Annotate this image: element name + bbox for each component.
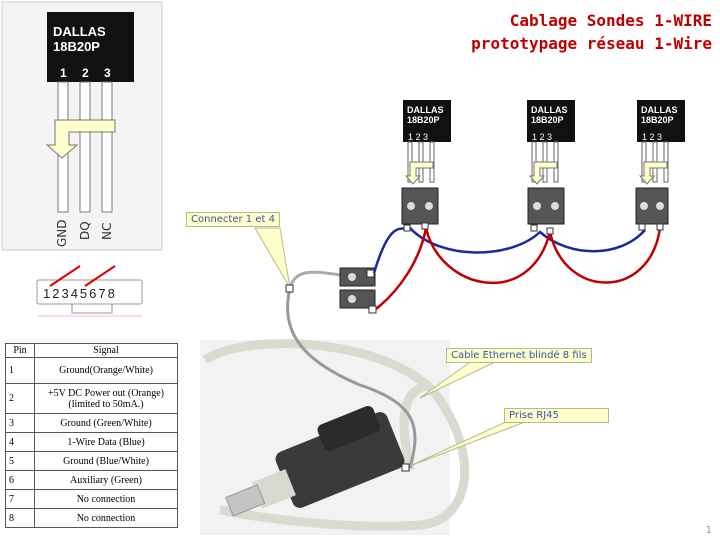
probe-1-brand: DALLAS	[407, 105, 444, 115]
data-wire-blue	[372, 226, 646, 274]
connector-arrow-pin-4	[84, 265, 116, 287]
pin-signal: +5V DC Power out (Orange) (limited to 50…	[34, 383, 178, 414]
pin-signal: Ground (Blue/White)	[34, 451, 178, 471]
big-chip-pin-2: 2	[82, 66, 89, 80]
pin-signal: No connection	[34, 489, 178, 509]
center-terminal-block	[339, 267, 376, 309]
pin-signal: Ground (Green/White)	[34, 413, 178, 433]
probe-1-node-a	[403, 224, 411, 232]
pin-number: 4	[5, 432, 35, 452]
usb-adapter	[225, 405, 405, 517]
big-chip-label-gnd: GND	[55, 219, 69, 247]
pin-number: 7	[5, 489, 35, 509]
big-chip-label-nc: NC	[100, 223, 114, 240]
big-chip-body	[47, 12, 134, 82]
probe-1	[401, 100, 451, 225]
callout-connect: Connecter 1 et 4	[186, 212, 280, 227]
ethernet-cable-loop	[202, 339, 470, 531]
big-chip-brand: DALLAS	[53, 24, 106, 39]
pin-signal: Ground(Orange/White)	[34, 357, 178, 384]
page-number: 1	[705, 525, 712, 536]
probe-2-node-a	[530, 224, 538, 232]
pin-signal: No connection	[34, 508, 178, 528]
big-chip-pin-1: 1	[60, 66, 67, 80]
ground-wire-red	[375, 227, 662, 310]
pin-signal: Auxiliary (Green)	[34, 470, 178, 490]
probe-3-brand: DALLAS	[641, 105, 678, 115]
probe-3	[635, 100, 685, 225]
grey-cable	[286, 287, 417, 469]
big-chip-leg-3	[101, 81, 113, 213]
pin-number: 8	[5, 508, 35, 528]
pin-number: 3	[5, 413, 35, 433]
big-chip-pin-3: 3	[104, 66, 111, 80]
pin-table-header-signal: Signal	[34, 343, 178, 358]
pin-number: 2	[5, 383, 35, 414]
callout-cable: Cable Ethernet blindé 8 fils	[446, 348, 592, 363]
callout-connect-pointer	[254, 227, 291, 289]
node-connect	[285, 284, 294, 293]
pin-table-header-pin: Pin	[5, 343, 35, 358]
pin-number: 6	[5, 470, 35, 490]
probe-3-node-b	[656, 223, 664, 231]
grey-cable-end	[288, 270, 341, 289]
table-row: 2+5V DC Power out (Orange) (limited to 5…	[5, 383, 178, 414]
probe-1-model: 18B20P	[407, 115, 440, 125]
connector-arrow-pin-1	[49, 265, 81, 287]
node-center-top	[366, 269, 375, 278]
probe-2-model: 18B20P	[531, 115, 564, 125]
title-line-2: prototypage réseau 1-Wire	[471, 34, 712, 53]
connector-numbers: 12345678	[43, 286, 117, 301]
pin-table-header: Pin Signal	[5, 343, 178, 358]
pin-number: 1	[5, 357, 35, 384]
probe-1-node-b	[421, 222, 429, 230]
probe-3-node-a	[638, 223, 646, 231]
node-center-bottom	[368, 305, 377, 314]
probe-1-pins: 1 2 3	[408, 132, 428, 142]
big-chip-label-dq: DQ	[78, 221, 92, 240]
probe-2-brand: DALLAS	[531, 105, 568, 115]
probe-3-model: 18B20P	[641, 115, 674, 125]
pin-signal: 1-Wire Data (Blue)	[34, 432, 178, 452]
callout-rj45: Prise RJ45	[504, 408, 609, 423]
node-rj45	[401, 463, 410, 472]
big-chip-leg-2	[79, 81, 91, 213]
probe-2-pins: 1 2 3	[532, 132, 552, 142]
big-chip-model: 18B20P	[53, 39, 100, 54]
connector-tab	[71, 303, 113, 314]
title-line-1: Cablage Sondes 1-WIRE	[509, 11, 712, 30]
big-chip-bridge-arrow	[45, 119, 116, 159]
probe-3-pins: 1 2 3	[642, 132, 662, 142]
probe-2-node-b	[546, 227, 554, 235]
probe-2	[527, 100, 575, 225]
pin-number: 5	[5, 451, 35, 471]
